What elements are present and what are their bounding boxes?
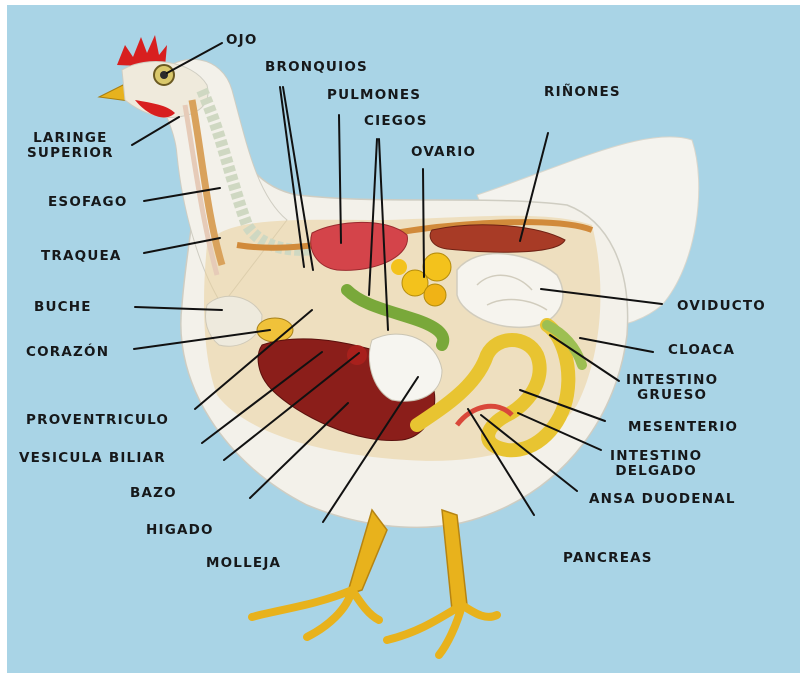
label-higado: HIGADO xyxy=(146,523,214,538)
label-ovario: OVARIO xyxy=(411,145,476,160)
label-molleja: MOLLEJA xyxy=(206,556,281,571)
label-laringe-superior: LARINGE SUPERIOR xyxy=(27,131,114,161)
label-buche: BUCHE xyxy=(34,300,92,315)
label-int-delgado-line1: INTESTINO xyxy=(610,449,702,464)
chicken-illustration xyxy=(7,5,800,673)
label-pancreas: PANCREAS xyxy=(563,551,653,566)
illustration-plate: OJO BRONQUIOS PULMONES CIEGOS OVARIO RIÑ… xyxy=(7,5,800,673)
label-bazo: BAZO xyxy=(130,486,177,501)
label-ansa-duodenal: ANSA DUODENAL xyxy=(589,492,736,507)
label-laringe-line1: LARINGE xyxy=(27,131,114,146)
label-intestino-grueso: INTESTINO GRUESO xyxy=(626,373,718,403)
label-bronquios: BRONQUIOS xyxy=(265,60,368,75)
label-traquea: TRAQUEA xyxy=(41,249,122,264)
ovary-organ xyxy=(423,253,451,281)
label-rinones: RIÑONES xyxy=(544,85,621,100)
label-oviducto: OVIDUCTO xyxy=(677,299,766,314)
label-vesicula-biliar: VESICULA BILIAR xyxy=(19,451,166,466)
label-pulmones: PULMONES xyxy=(327,88,421,103)
foot-right xyxy=(387,605,497,655)
label-mesenterio: MESENTERIO xyxy=(628,420,738,435)
label-ciegos: CIEGOS xyxy=(364,114,428,129)
label-proventriculo: PROVENTRICULO xyxy=(26,413,169,428)
label-int-delgado-line2: DELGADO xyxy=(610,464,702,479)
label-esofago: ESOFAGO xyxy=(48,195,128,210)
label-int-grueso-line2: GRUESO xyxy=(626,388,718,403)
label-corazon: CORAZÓN xyxy=(26,345,109,360)
label-cloaca: CLOACA xyxy=(668,343,735,358)
leg-right xyxy=(442,510,467,610)
label-intestino-delgado: INTESTINO DELGADO xyxy=(610,449,702,479)
label-int-grueso-line1: INTESTINO xyxy=(626,373,718,388)
foot-left xyxy=(252,590,379,637)
label-ojo: OJO xyxy=(226,33,258,48)
label-laringe-line2: SUPERIOR xyxy=(27,146,114,161)
